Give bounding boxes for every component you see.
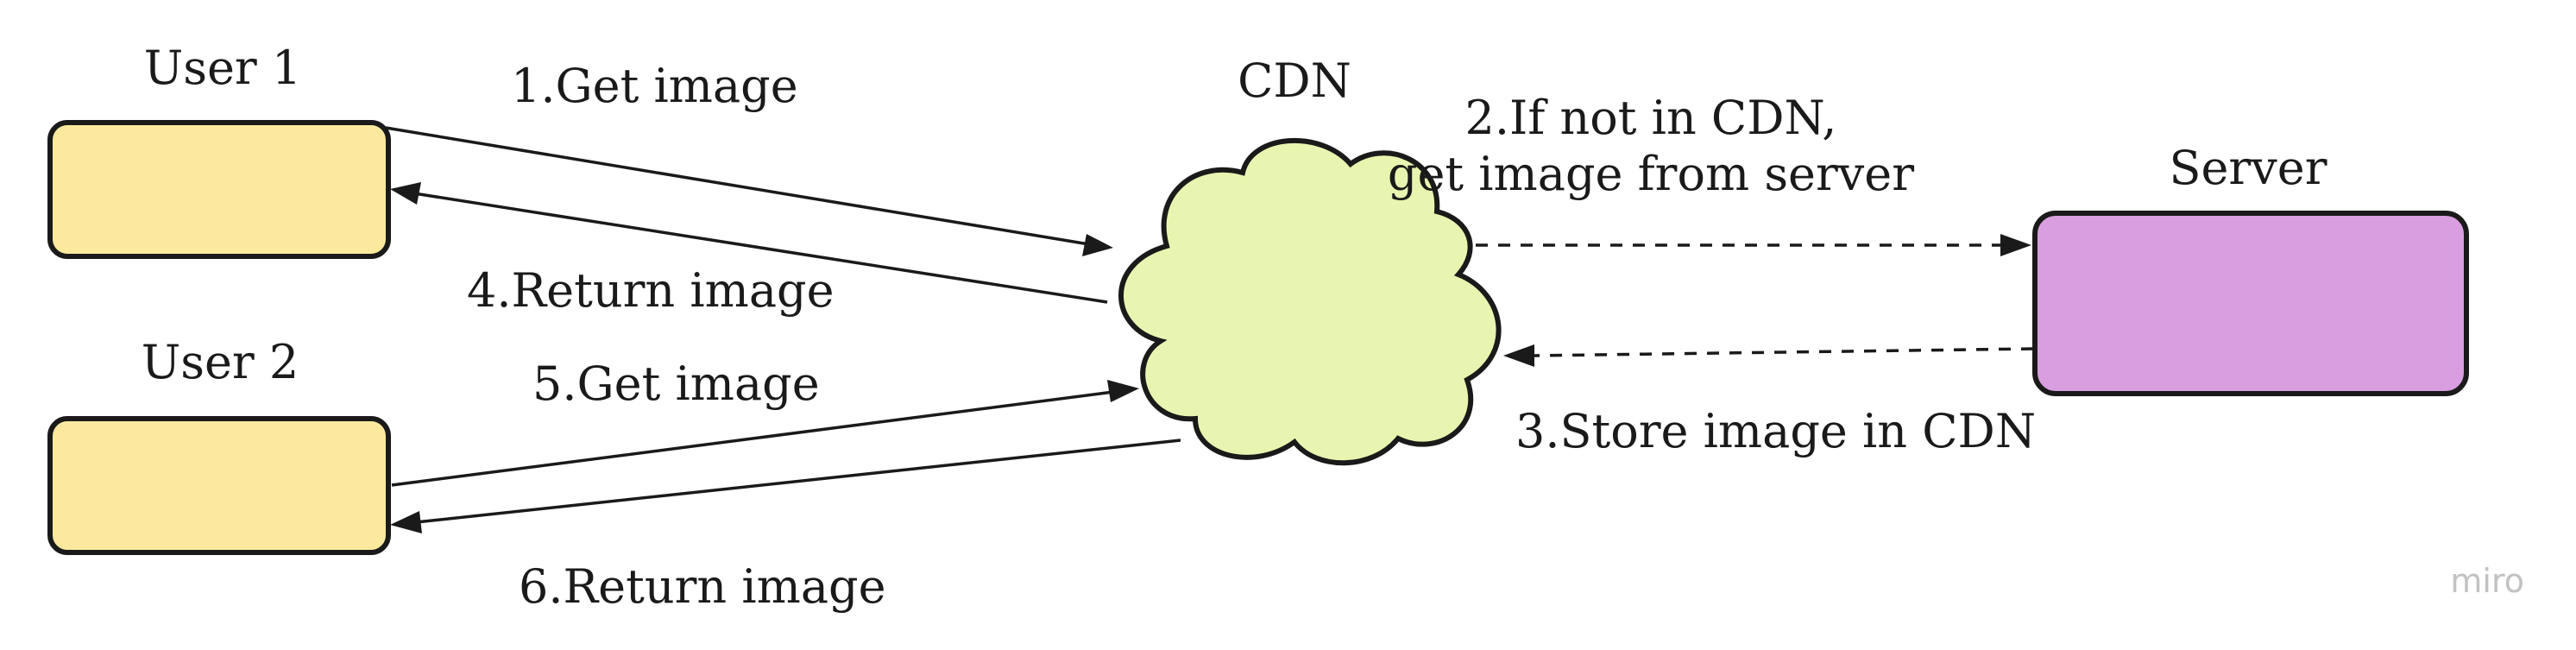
miro-watermark: miro [2450, 562, 2524, 600]
edge-5-label: 5.Get image [532, 357, 820, 411]
server-label: Server [2169, 141, 2327, 195]
edge-3-arrowhead [1503, 344, 1534, 367]
edge-1-label: 1.Get image [511, 59, 798, 113]
edge-1-arrowhead [1082, 234, 1113, 256]
edge-6-arrowhead [390, 511, 422, 533]
user2-box [47, 416, 391, 555]
edge-5-get-image [391, 390, 1114, 487]
cdn-label: CDN [1238, 54, 1351, 108]
user1-label: User 1 [144, 41, 302, 95]
edge-2-label-line2: get image from server [1388, 147, 1914, 201]
edge-2-label-line1: 2.If not in CDN, [1465, 91, 1837, 145]
edge-3-label: 3.Store image in CDN [1515, 404, 2036, 458]
edge-5-arrowhead [1107, 380, 1139, 402]
cdn-cloud [1118, 137, 1502, 466]
edge-4-label: 4.Return image [467, 263, 835, 318]
edge-2-arrowhead [2000, 234, 2031, 256]
edge-4-arrowhead [390, 182, 421, 205]
server-box [2032, 211, 2469, 396]
edge-6-label: 6.Return image [519, 559, 886, 614]
edge-4-return-image [413, 192, 1108, 304]
user1-box [47, 120, 391, 259]
edge-6-return-image [415, 439, 1181, 524]
edge-1-get-image [385, 126, 1090, 246]
user2-label: User 2 [142, 335, 299, 389]
edge-3-store-in-cdn [1534, 347, 2034, 357]
